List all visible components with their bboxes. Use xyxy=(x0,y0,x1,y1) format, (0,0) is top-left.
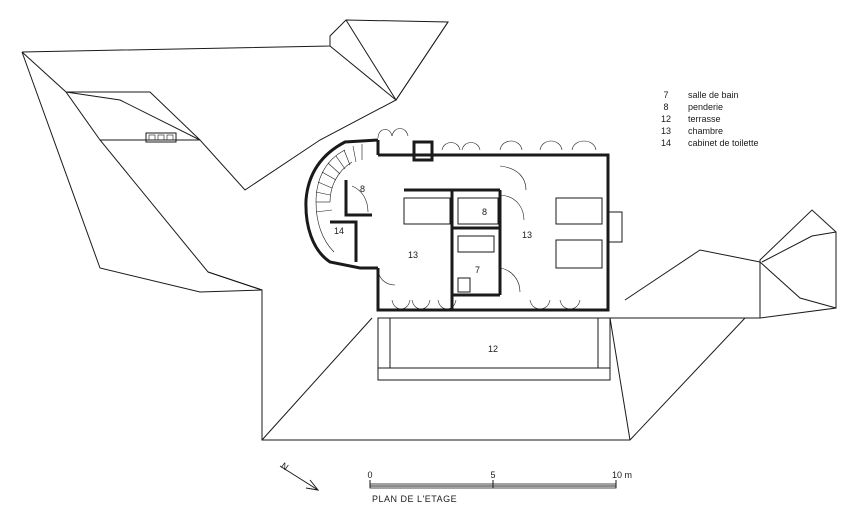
room-label-13-left: 13 xyxy=(408,250,418,260)
legend-num: 7 xyxy=(663,90,668,100)
scale-bar: 0 5 10 m xyxy=(367,470,632,489)
north-arrow: N xyxy=(279,460,320,491)
legend-label: cabinet de toilette xyxy=(688,138,759,148)
legend-num: 14 xyxy=(661,138,671,148)
legend-num: 8 xyxy=(663,102,668,112)
legend-label: chambre xyxy=(688,126,723,136)
legend-label: salle de bain xyxy=(688,90,739,100)
roof-bottom xyxy=(207,209,837,441)
scale-tick-10: 10 m xyxy=(612,470,632,480)
legend-label: penderie xyxy=(688,102,723,112)
legend: 7 salle de bain 8 penderie 12 terrasse 1… xyxy=(661,90,759,148)
planter-arcs-bottom xyxy=(391,299,581,310)
scale-tick-0: 0 xyxy=(367,470,372,480)
legend-label: terrasse xyxy=(688,114,721,124)
room-label-13-right: 13 xyxy=(522,230,532,240)
planter-arcs-top xyxy=(377,128,597,151)
legend-num: 12 xyxy=(661,114,671,124)
north-arrow-label: N xyxy=(279,460,290,472)
scale-tick-5: 5 xyxy=(490,470,495,480)
room-label-8-center: 8 xyxy=(482,207,487,217)
drawing-caption: PLAN DE L'ETAGE xyxy=(372,494,457,504)
room-label-12: 12 xyxy=(488,344,498,354)
legend-num: 13 xyxy=(661,126,671,136)
room-labels: 8 14 13 8 13 7 12 xyxy=(334,184,532,354)
terrace xyxy=(377,317,611,381)
staircase xyxy=(315,144,363,213)
room-label-8-left: 8 xyxy=(360,184,365,194)
building-walls xyxy=(304,138,623,312)
room-label-14: 14 xyxy=(334,226,344,236)
room-label-7: 7 xyxy=(475,265,480,275)
